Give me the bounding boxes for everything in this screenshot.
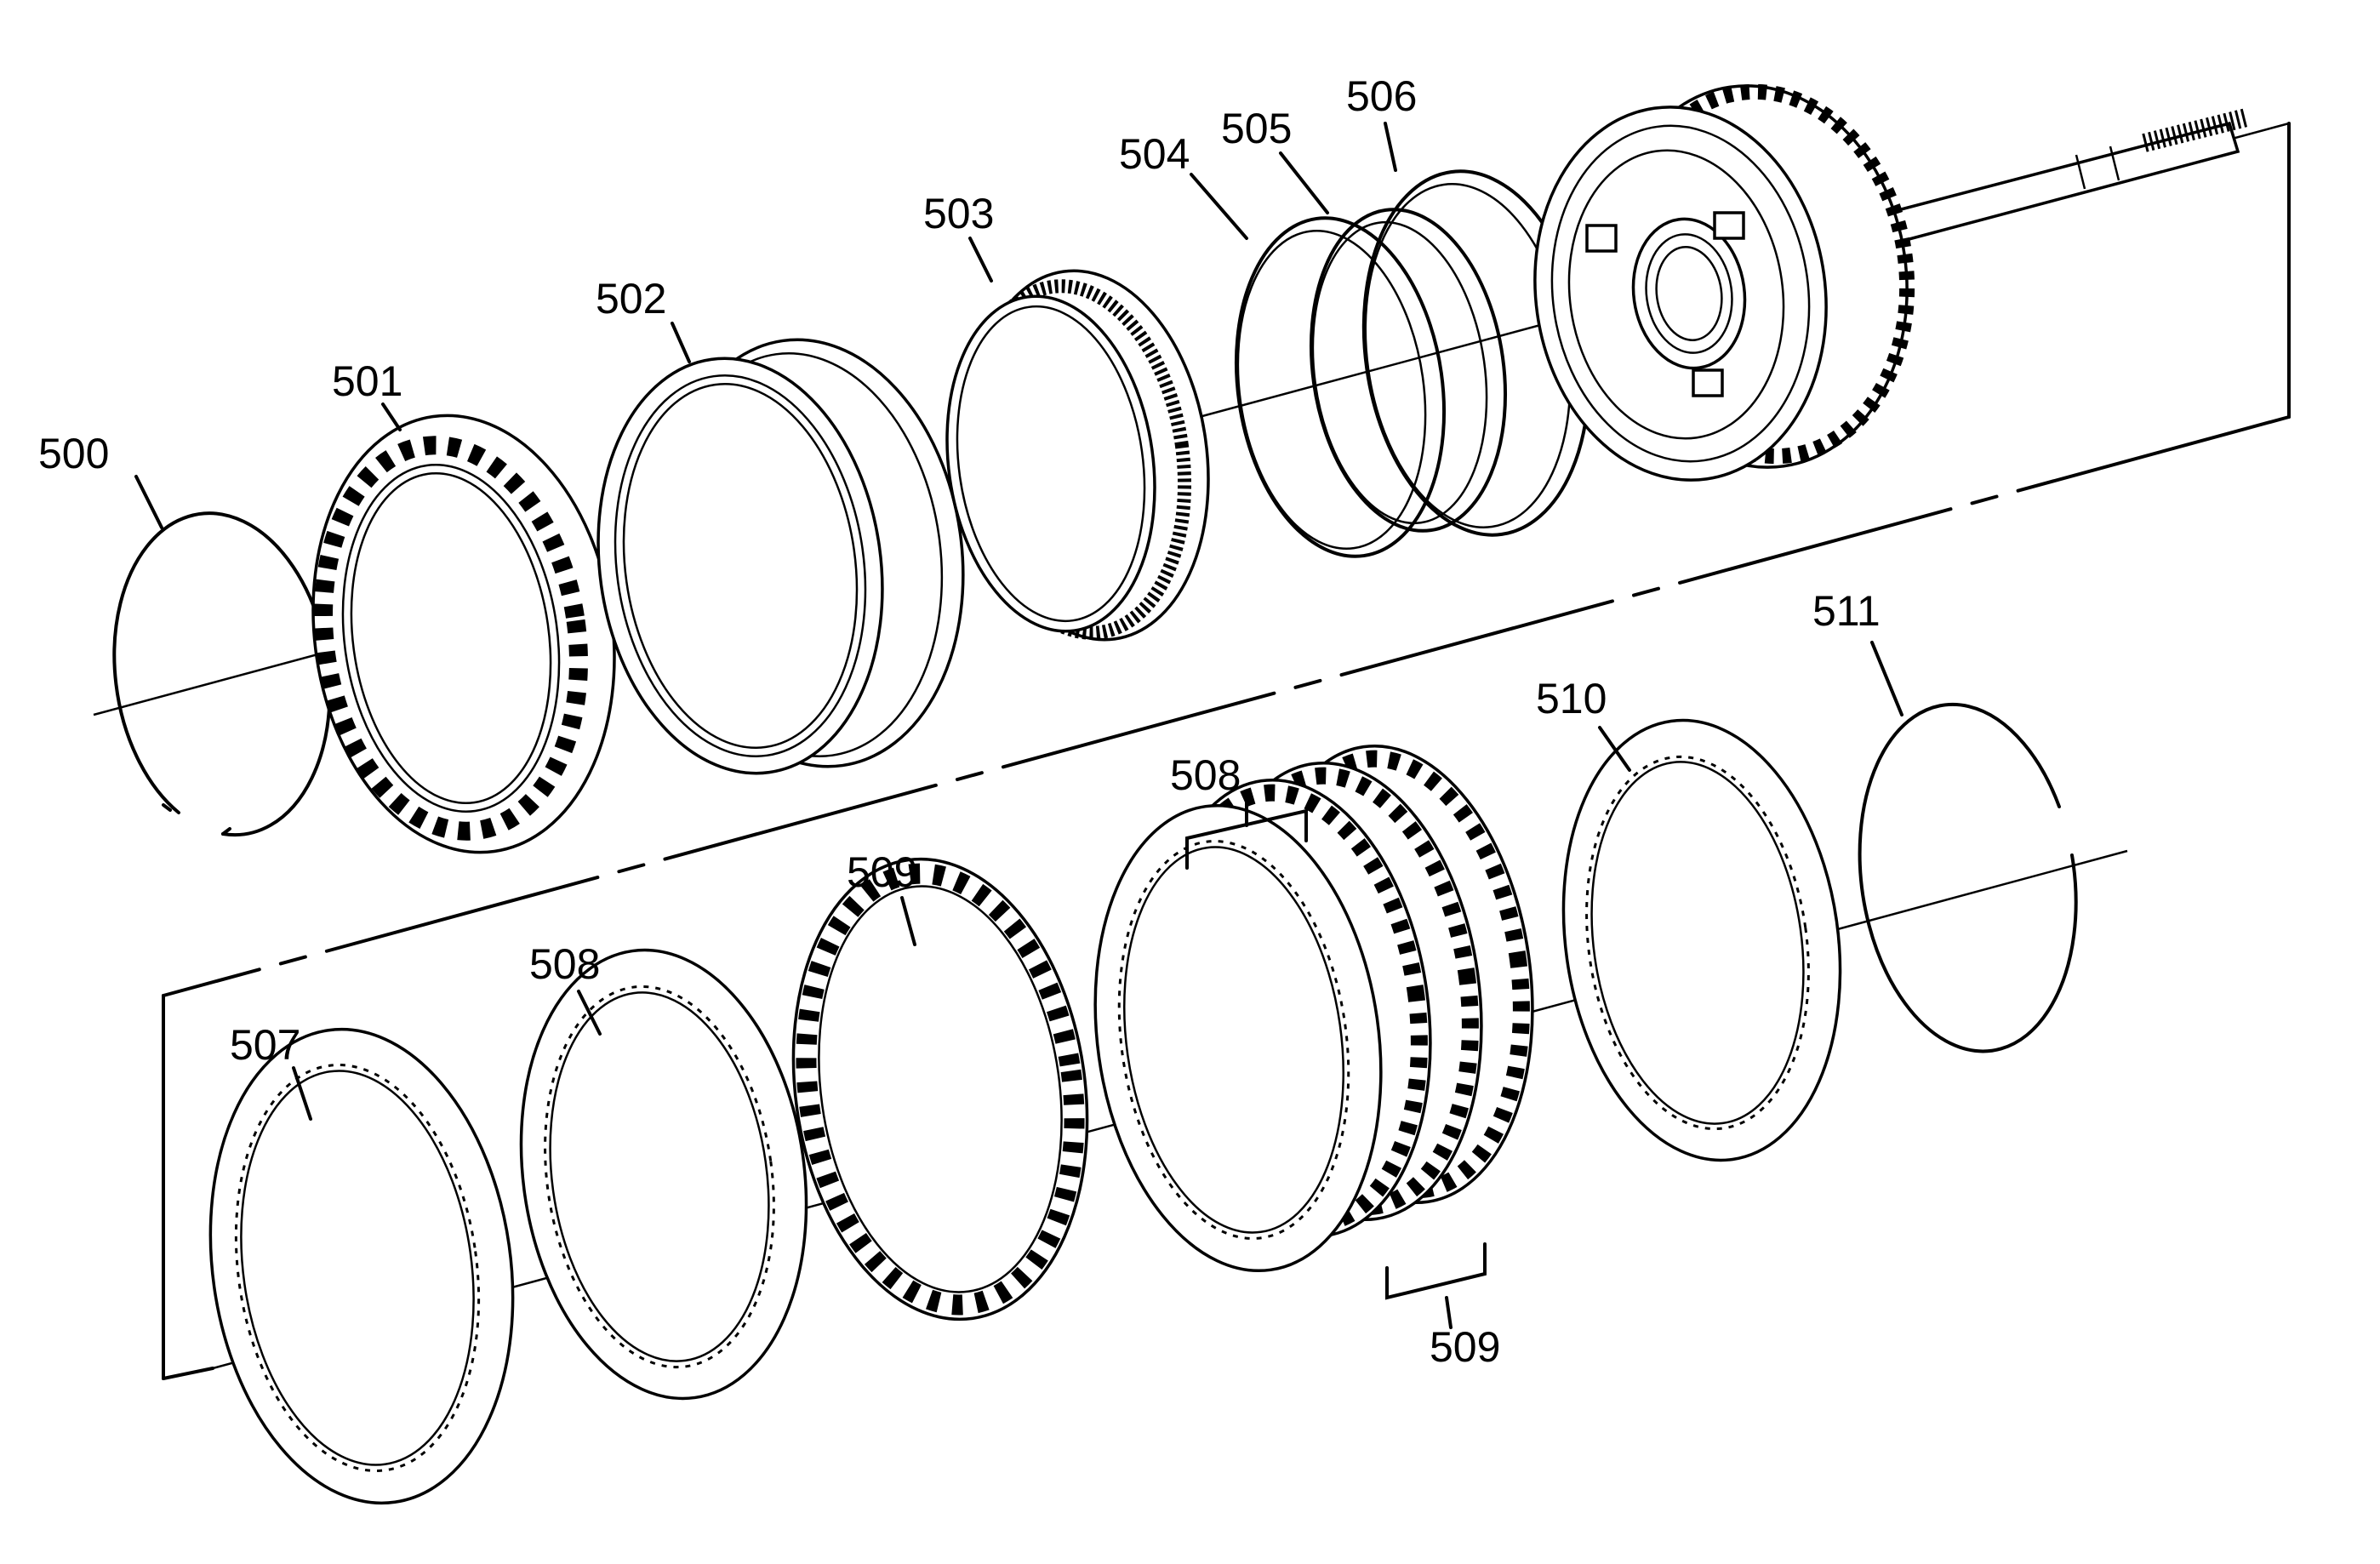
part-511-snap-ring <box>1858 702 2078 1053</box>
callout-labels: 500 501 502 503 504 505 506 507 508 509 … <box>38 72 1881 1371</box>
part-508-plate <box>519 948 808 1401</box>
callout-509-group: 509 <box>1430 1323 1500 1371</box>
callout-507: 507 <box>230 1021 300 1069</box>
callout-504: 504 <box>1119 130 1190 178</box>
callout-503: 503 <box>923 190 994 237</box>
part-500-snap-ring <box>112 511 332 837</box>
frame-lines <box>162 122 2291 1380</box>
callout-508-group: 508 <box>1170 751 1241 799</box>
part-503-bearing <box>945 269 1210 642</box>
part-510-backing-plate <box>1561 718 1842 1162</box>
part-509-friction-plate <box>791 857 1089 1321</box>
part-504-seal <box>1234 216 1447 558</box>
part-505-seal <box>1309 208 1508 533</box>
leader-lines <box>134 122 1903 1329</box>
drum-and-shaft-assembly <box>1533 83 2249 482</box>
clutch-pack-508-509 <box>1093 744 1534 1300</box>
part-502-housing <box>596 338 965 775</box>
part-507-plate <box>208 1027 515 1505</box>
callout-509: 509 <box>847 848 917 896</box>
callout-501: 501 <box>332 357 402 405</box>
callout-508: 508 <box>529 940 600 988</box>
part-501-piston <box>311 414 616 854</box>
callout-511: 511 <box>1812 587 1881 635</box>
callout-500: 500 <box>38 430 109 477</box>
callout-510: 510 <box>1536 675 1607 722</box>
callout-502: 502 <box>596 275 666 323</box>
callout-505: 505 <box>1221 105 1292 152</box>
callout-506: 506 <box>1346 72 1417 120</box>
